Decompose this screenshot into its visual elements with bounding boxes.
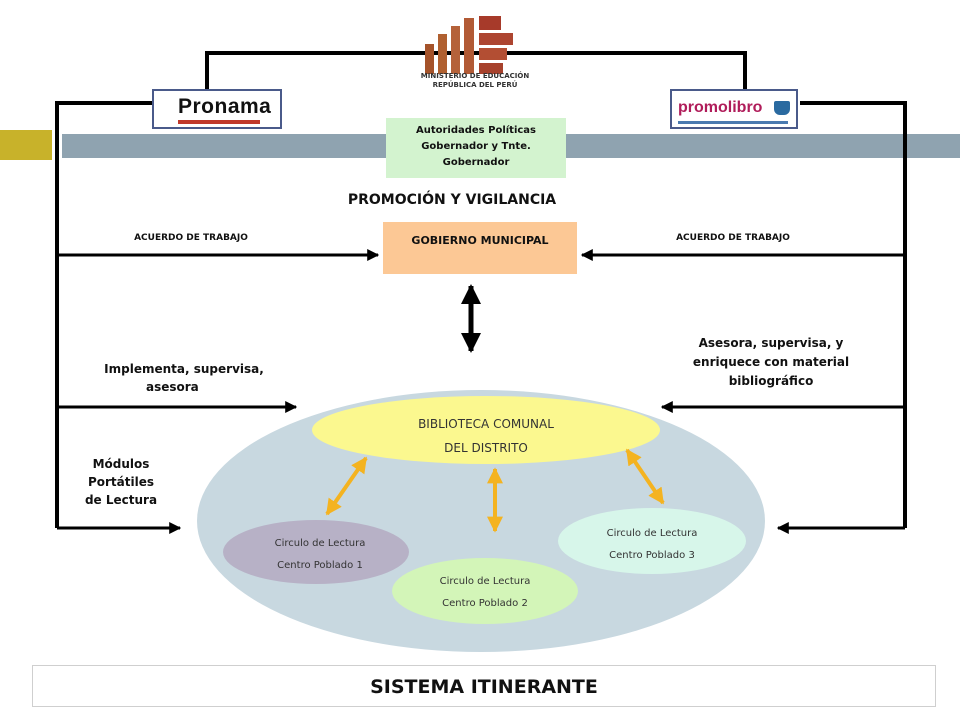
- gobierno-box: GOBIERNO MUNICIPAL: [383, 222, 577, 274]
- circulo-3-line2: Centro Poblado 3: [609, 550, 695, 561]
- biblioteca-line1: BIBLIOTECA COMUNAL: [418, 417, 554, 431]
- arrow-biblioteca-circulo3: [625, 448, 665, 505]
- footer-title: SISTEMA ITINERANTE: [370, 676, 598, 698]
- implementa-label: Implementa, supervisa, asesora: [94, 360, 274, 396]
- right-vertical-line: [800, 101, 907, 528]
- circulo-3-label: Circulo de Lectura Centro Poblado 3: [572, 523, 732, 567]
- arrow-biblioteca-circulo1: [325, 456, 368, 516]
- modulos-line2: Portátiles: [87, 475, 155, 489]
- promolibro-text: promolibro: [678, 99, 763, 116]
- asesora-line2: enriquece con material: [692, 355, 850, 369]
- autoridades-line3: Gobernador: [442, 157, 510, 168]
- book-icon: [774, 101, 790, 115]
- promolibro-underline: [678, 121, 788, 124]
- modulos-label: Módulos Portátiles de Lectura: [76, 455, 166, 509]
- circulo-2-ellipse: [392, 558, 578, 624]
- asesora-line1: Asesora, supervisa, y: [698, 336, 844, 350]
- biblioteca-line2: DEL DISTRITO: [444, 441, 528, 455]
- autoridades-box: Autoridades Políticas Gobernador y Tnte.…: [386, 118, 566, 178]
- modulos-line3: de Lectura: [84, 493, 158, 507]
- ministerio-logo-icon: [425, 16, 513, 74]
- sistema-ellipse: [197, 390, 765, 652]
- accent-square: [0, 130, 52, 160]
- ministerio-label: MINISTERIO DE EDUCACIÓN REPÚBLICA DEL PE…: [412, 72, 538, 90]
- footer-title-box: SISTEMA ITINERANTE: [32, 665, 936, 707]
- left-vertical-line: [55, 101, 152, 528]
- asesora-label: Asesora, supervisa, y enriquece con mate…: [676, 334, 866, 391]
- autoridades-line1: Autoridades Políticas: [415, 125, 537, 136]
- circulo-2-label: Circulo de Lectura Centro Poblado 2: [405, 571, 565, 615]
- modulos-line1: Módulos: [92, 457, 150, 471]
- circulo-1-line1: Circulo de Lectura: [274, 538, 366, 549]
- biblioteca-ellipse: [312, 396, 660, 464]
- circulo-1-label: Circulo de Lectura Centro Poblado 1: [240, 533, 400, 577]
- circulo-2-line1: Circulo de Lectura: [439, 576, 531, 587]
- circulo-3-line1: Circulo de Lectura: [606, 528, 698, 539]
- circulo-1-line2: Centro Poblado 1: [277, 560, 363, 571]
- ministerio-line2: REPÚBLICA DEL PERÚ: [432, 81, 518, 89]
- autoridades-line2: Gobernador y Tnte.: [421, 141, 531, 152]
- gobierno-label: GOBIERNO MUNICIPAL: [411, 234, 549, 247]
- circulo-2-line2: Centro Poblado 2: [442, 598, 528, 609]
- circulo-1-ellipse: [223, 520, 409, 584]
- pronama-text: Pronama: [178, 95, 272, 118]
- promocion-title: PROMOCIÓN Y VIGILANCIA: [347, 192, 557, 208]
- acuerdo-right-label: ACUERDO DE TRABAJO: [676, 233, 790, 243]
- acuerdo-left-label: ACUERDO DE TRABAJO: [134, 233, 248, 243]
- biblioteca-label: BIBLIOTECA COMUNAL DEL DISTRITO: [366, 412, 606, 460]
- top-bracket-line: [205, 51, 747, 92]
- asesora-line3: bibliográfico: [728, 374, 814, 388]
- promolibro-logo: promolibro: [670, 89, 798, 129]
- ministerio-line1: MINISTERIO DE EDUCACIÓN: [420, 72, 530, 80]
- pronama-logo: Pronama: [152, 89, 282, 129]
- implementa-line1: Implementa, supervisa,: [104, 362, 264, 376]
- implementa-line2: asesora: [146, 380, 199, 394]
- circulo-3-ellipse: [558, 508, 746, 574]
- pronama-underline: [178, 120, 260, 124]
